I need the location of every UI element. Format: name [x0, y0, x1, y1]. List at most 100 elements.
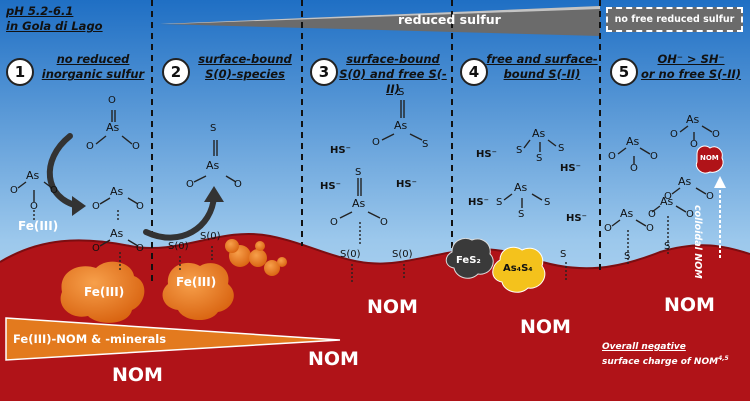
as4s4-label: As₄S₄ [503, 263, 533, 274]
oxygen-label: O [108, 95, 116, 106]
oxygen-label: O [664, 191, 672, 202]
oxygen-label: O [50, 185, 58, 196]
zone-5-title: OH⁻ > SH⁻or no free S(-II) [640, 52, 742, 81]
nom-label-1: NOM [112, 364, 163, 386]
colloidal-arrow-head [714, 176, 726, 188]
zone-4-number: 4 [460, 58, 488, 86]
sulfur-label: S [355, 167, 362, 178]
bisulfide-label: HS⁻ [330, 145, 351, 156]
oxygen-label: O [648, 209, 656, 220]
s-zero-label: S(0) [340, 249, 361, 260]
transformation-arrows [46, 133, 217, 241]
oxygen-label: O [372, 137, 380, 148]
bisulfide-label: HS⁻ [468, 197, 489, 208]
s-zero-label: S(0) [200, 231, 221, 242]
arsenic-label: As [620, 207, 634, 220]
arsenic-label: As [110, 227, 124, 240]
oxygen-label: O [30, 201, 38, 212]
nom-badge-shape [695, 145, 724, 174]
oxygen-label: O [670, 129, 678, 140]
s-zero-label: S(0) [392, 249, 413, 260]
bisulfide-label: HS⁻ [476, 149, 497, 160]
colloidal-nom-label: colloidal NOM [692, 205, 703, 279]
sulfur-label: S [544, 197, 551, 208]
arsenic-label: As [686, 113, 700, 126]
molecule-bonds [17, 100, 721, 282]
fe-iii-label: Fe(III) [176, 275, 217, 289]
oxygen-label: O [234, 179, 242, 190]
bisulfide-label: HS⁻ [396, 179, 417, 190]
oxygen-label: O [630, 163, 638, 174]
no-free-reduced-sulfur-box: no free reduced sulfur [606, 7, 743, 32]
bisulfide-label: HS⁻ [566, 213, 587, 224]
arsenic-label: As [26, 169, 40, 182]
oxygen-label: O [86, 141, 94, 152]
nom-label-2: NOM [308, 348, 359, 370]
zone-1-number: 1 [6, 58, 34, 86]
sulfur-label: S [496, 197, 503, 208]
zone-3-number: 3 [310, 58, 338, 86]
arsenic-label: As [626, 135, 640, 148]
fe-nom-wedge [5, 317, 341, 361]
oxygen-label: O [10, 185, 18, 196]
arsenic-label: As [660, 195, 674, 208]
oxygen-label: O [712, 129, 720, 140]
s-zero-label: S(0) [168, 241, 189, 252]
sulfur-label: S [422, 139, 429, 150]
oxygen-label: O [92, 201, 100, 212]
oxygen-label: O [380, 217, 388, 228]
sulfur-label: S [398, 87, 405, 98]
oxygen-label: O [136, 201, 144, 212]
fe-iii-label: Fe(III) [18, 219, 59, 233]
arsenic-label: As [106, 121, 120, 134]
oxygen-label: O [608, 151, 616, 162]
fes2-label: FeS₂ [456, 255, 481, 266]
fes2-particle [445, 238, 494, 279]
arsenic-label: As [678, 175, 692, 188]
zone-5-number: 5 [610, 58, 638, 86]
sulfur-label: S [560, 249, 567, 260]
arsenic-label: As [352, 197, 366, 210]
nom-label-5: NOM [664, 294, 715, 316]
sulfur-label: S [516, 145, 523, 156]
bisulfide-label: HS⁻ [320, 181, 341, 192]
oxygen-label: O [132, 141, 140, 152]
nom-label-4: NOM [520, 316, 571, 338]
arsenic-label: As [206, 159, 220, 172]
sulfur-label: S [558, 143, 565, 154]
fe-iii-blobs [60, 239, 287, 323]
arrow-head-2 [204, 186, 224, 202]
arrow-head-1 [72, 196, 86, 216]
oxygen-label: O [330, 217, 338, 228]
oxygen-label: O [186, 179, 194, 190]
arsenic-label: As [394, 119, 408, 132]
bisulfide-label: HS⁻ [560, 163, 581, 174]
oxygen-label: O [92, 243, 100, 254]
sulfur-label: S [664, 241, 671, 252]
oxygen-label: O [604, 223, 612, 234]
fe-nom-minerals-label: Fe(III)-NOM & -minerals [13, 332, 167, 346]
as4s4-particle [492, 246, 546, 293]
reduced-sulfur-wedge [160, 6, 600, 36]
negative-charge-note: Overall negative surface charge of NOM4,… [602, 342, 729, 367]
arsenic-label: As [110, 185, 124, 198]
oxygen-label: O [690, 139, 698, 150]
arsenic-label: As [532, 127, 546, 140]
oxygen-label: O [706, 191, 714, 202]
reduced-sulfur-label: reduced sulfur [398, 12, 501, 27]
oxygen-label: O [686, 209, 694, 220]
zone-4-title: free and surface-bound S(-II) [486, 52, 598, 81]
fe-iii-label: Fe(III) [84, 285, 125, 299]
sulfur-label: S [624, 251, 631, 262]
nom-badge-label: NOM [700, 154, 719, 162]
oxygen-label: O [650, 151, 658, 162]
oxygen-label: O [646, 223, 654, 234]
sulfur-label: S [210, 123, 217, 134]
nom-label-3: NOM [367, 296, 418, 318]
oxygen-label: O [136, 243, 144, 254]
arsenic-label: As [514, 181, 528, 194]
